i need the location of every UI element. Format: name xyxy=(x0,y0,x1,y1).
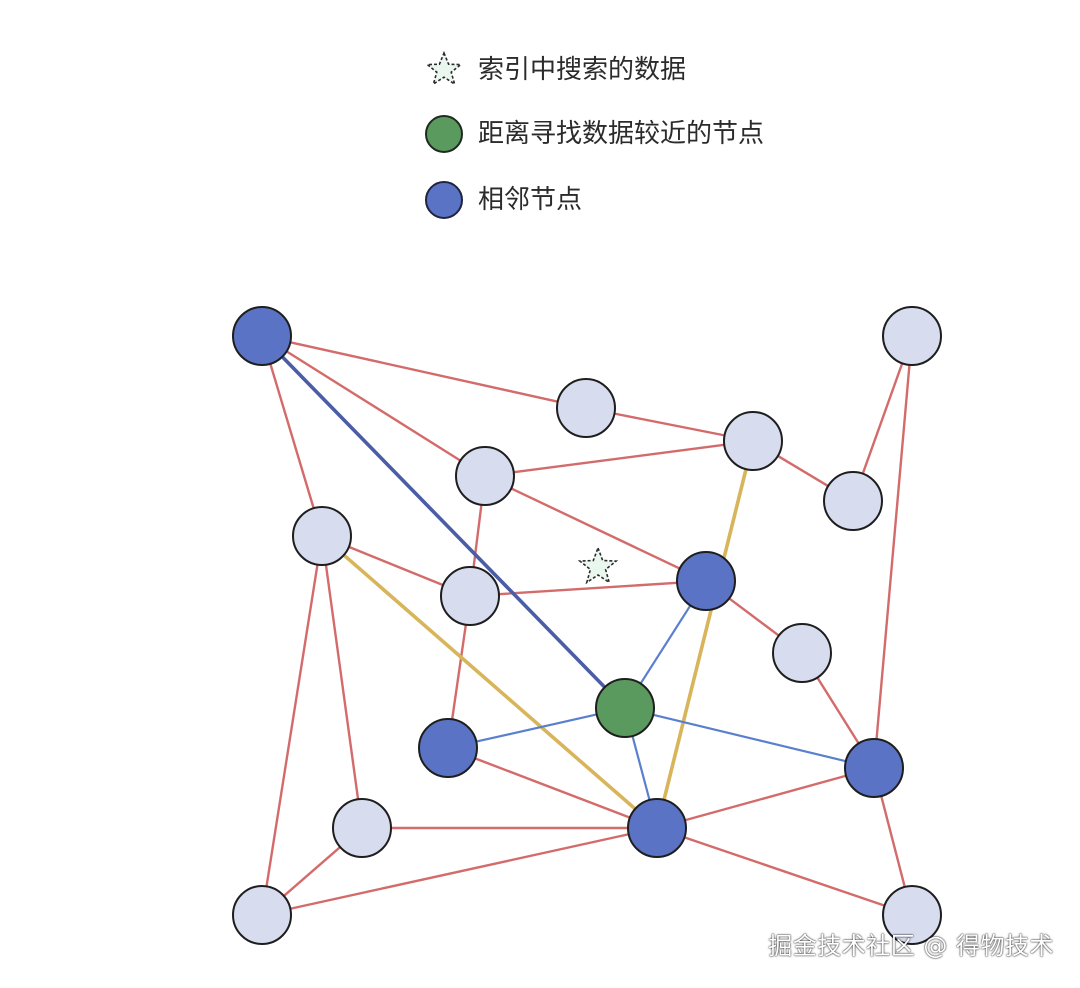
graph-edge xyxy=(776,454,830,488)
legend-item-neighbor-node: 相邻节点 xyxy=(424,180,844,220)
graph-node xyxy=(440,566,500,626)
graph-edge xyxy=(324,563,360,801)
graph-edge xyxy=(875,363,911,741)
graph-edge xyxy=(342,553,637,811)
legend-label: 相邻节点 xyxy=(478,185,583,215)
graph-edge xyxy=(475,713,598,743)
neighbor-node xyxy=(627,798,687,858)
star-icon xyxy=(577,545,619,585)
graph-edge xyxy=(509,487,682,570)
graph-node xyxy=(232,885,292,945)
neighbor-node xyxy=(418,718,478,778)
graph-node xyxy=(556,378,616,438)
graph-edge xyxy=(613,412,726,437)
graph-edge xyxy=(269,362,315,510)
green-circle-icon xyxy=(425,115,463,153)
watermark: 掘金技术社区 @ 得物技术 xyxy=(768,932,1054,960)
graph-node xyxy=(292,506,352,566)
nearest-node xyxy=(595,678,655,738)
legend-item-nearest-node: 距离寻找数据较近的节点 xyxy=(424,114,844,154)
graph-node xyxy=(723,411,783,471)
nodes xyxy=(232,306,942,945)
star-icon xyxy=(425,50,463,86)
neighbor-node xyxy=(844,738,904,798)
graph-edge xyxy=(816,676,860,745)
graph-edge xyxy=(347,545,445,587)
graph-edge xyxy=(512,443,726,474)
graph-edge xyxy=(631,734,651,802)
graph-edge xyxy=(285,350,462,462)
graph-edge xyxy=(639,604,692,685)
legend-item-query-data: 索引中搜索的数据 xyxy=(424,50,844,90)
graph-node xyxy=(772,623,832,683)
neighbor-node xyxy=(232,306,292,366)
graph-node xyxy=(882,306,942,366)
graph-edge xyxy=(497,581,679,596)
neighbor-node xyxy=(676,551,736,611)
graph-edge xyxy=(662,467,748,802)
graph-edge xyxy=(473,757,632,819)
graph-edge xyxy=(683,774,848,822)
graph-edge xyxy=(289,341,559,403)
graph-edge xyxy=(472,503,483,569)
graph-edge xyxy=(282,845,342,898)
edges xyxy=(265,341,911,910)
graph-edge xyxy=(683,836,886,907)
graph-edge xyxy=(728,597,780,637)
blue-circle-icon xyxy=(425,181,463,219)
graph-node xyxy=(882,885,942,945)
graph-edge xyxy=(880,794,906,889)
graph-edge xyxy=(289,833,630,910)
graph-node xyxy=(332,798,392,858)
legend-label: 距离寻找数据较近的节点 xyxy=(478,119,765,149)
graph-edge xyxy=(861,362,904,475)
graph-edge xyxy=(652,713,847,763)
graph-node xyxy=(823,471,883,531)
legend-label: 索引中搜索的数据 xyxy=(478,55,687,85)
graph-edge xyxy=(280,354,607,690)
graph-edge xyxy=(450,623,468,721)
graph-edge xyxy=(265,563,319,888)
graph-node xyxy=(455,446,515,506)
